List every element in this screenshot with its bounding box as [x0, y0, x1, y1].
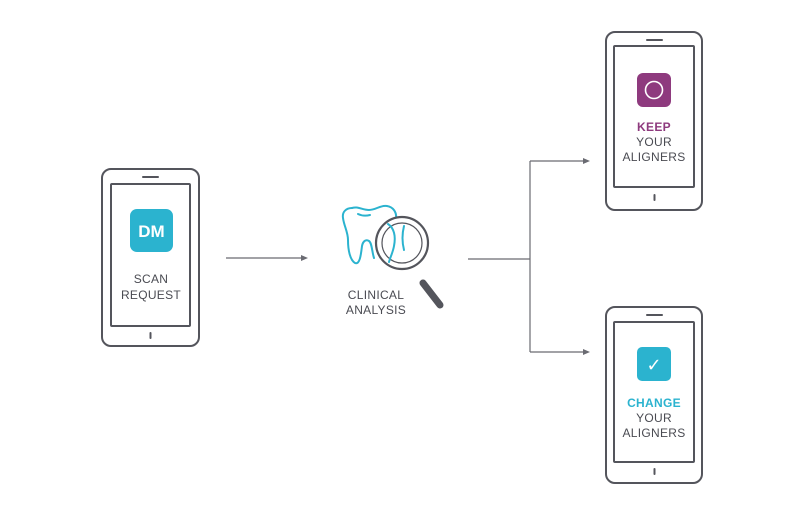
- arrowhead-change: [583, 349, 590, 355]
- keep-label-line2: YOUR: [636, 135, 672, 149]
- keep-aligners-phone: KEEP YOUR ALIGNERS: [605, 31, 703, 211]
- arrowhead-keep: [583, 158, 590, 164]
- keep-label-line1: KEEP: [637, 120, 671, 134]
- scan-request-phone: DM SCAN REQUEST: [101, 168, 200, 347]
- keep-label-line3: ALIGNERS: [622, 150, 685, 164]
- change-aligners-phone: ✓ CHANGE YOUR ALIGNERS: [605, 306, 703, 484]
- checkmark-glyph: ✓: [646, 355, 661, 376]
- tooth-outline: [341, 207, 375, 265]
- scan-label-line2: REQUEST: [121, 288, 181, 302]
- change-label-line3: ALIGNERS: [622, 426, 685, 440]
- magnifier-lens-inner: [381, 222, 423, 264]
- magnifier-handle: [419, 279, 444, 309]
- tooth-crown: [351, 204, 398, 220]
- scan-label-line1: SCAN: [134, 272, 169, 286]
- tooth-magnifier-icon: [341, 204, 444, 309]
- phone-screen: [613, 45, 695, 188]
- branch-connector: [468, 158, 590, 355]
- circle-icon: [637, 73, 671, 107]
- phone-screen: [613, 321, 695, 463]
- tooth-crown-detail: [357, 213, 371, 217]
- clinical-analysis-node: CLINICAL ANALYSIS: [341, 204, 444, 317]
- dm-logo-text: DM: [138, 222, 164, 241]
- tooth-root-in-lens: [387, 223, 396, 263]
- tooth-root-tip: [401, 225, 405, 251]
- checkmark-icon: ✓: [637, 347, 671, 381]
- analysis-label-line2: ANALYSIS: [346, 303, 406, 317]
- arrow-scan-to-analysis: [226, 255, 308, 261]
- dm-logo-icon: DM: [130, 209, 173, 252]
- change-label-line1: CHANGE: [627, 396, 681, 410]
- analysis-label-line1: CLINICAL: [348, 288, 404, 302]
- phone-screen: [110, 183, 191, 327]
- change-label-line2: YOUR: [636, 411, 672, 425]
